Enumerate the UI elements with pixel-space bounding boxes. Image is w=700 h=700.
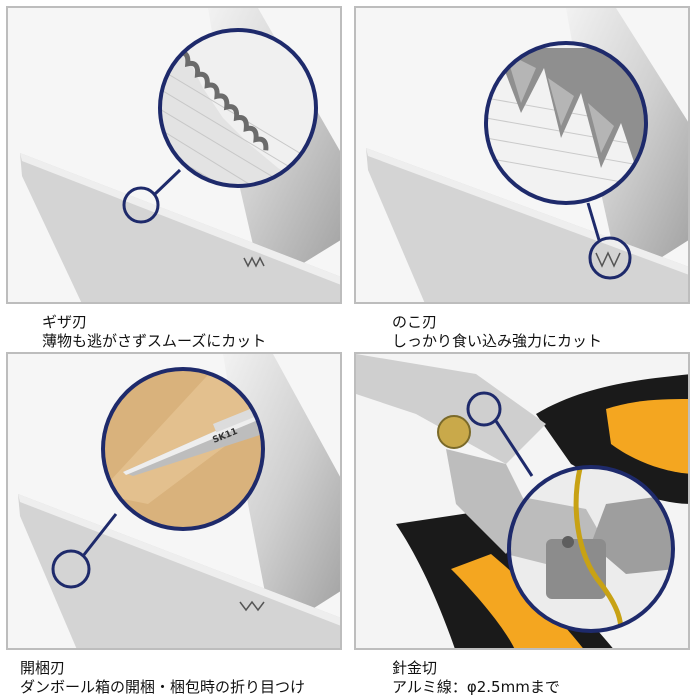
feature-caption-serrated: ギザ刃 薄物も逃がさずスムーズにカット bbox=[42, 313, 266, 351]
serrated-edge-icon bbox=[8, 8, 340, 302]
feature-caption-saw: のこ刃 しっかり食い込み強力にカット bbox=[392, 313, 602, 351]
box-opener-panel: SK11 bbox=[6, 352, 342, 650]
box-opener-blade-icon: SK11 bbox=[8, 354, 340, 648]
serrated-edge-panel bbox=[6, 6, 342, 304]
feature-description: アルミ線：φ2.5mmまで bbox=[392, 678, 560, 696]
feature-title: のこ刃 bbox=[392, 313, 438, 331]
feature-title: 開梱刃 bbox=[20, 659, 66, 677]
saw-blade-panel bbox=[354, 6, 690, 304]
feature-description: ダンボール箱の開梱・梱包時の折り目つけ bbox=[20, 678, 306, 696]
wire-cutter-panel bbox=[354, 352, 690, 650]
feature-caption-wire-cutter: 針金切 アルミ線：φ2.5mmまで bbox=[392, 659, 560, 697]
feature-description: しっかり食い込み強力にカット bbox=[392, 332, 603, 350]
feature-title: 針金切 bbox=[392, 659, 438, 677]
feature-description: 薄物も逃がさずスムーズにカット bbox=[42, 332, 267, 350]
feature-caption-box-opener: 開梱刃 ダンボール箱の開梱・梱包時の折り目つけ bbox=[20, 659, 305, 697]
wire-cutter-icon bbox=[356, 354, 688, 648]
saw-tooth-icon bbox=[356, 8, 688, 302]
feature-title: ギザ刃 bbox=[42, 313, 88, 331]
